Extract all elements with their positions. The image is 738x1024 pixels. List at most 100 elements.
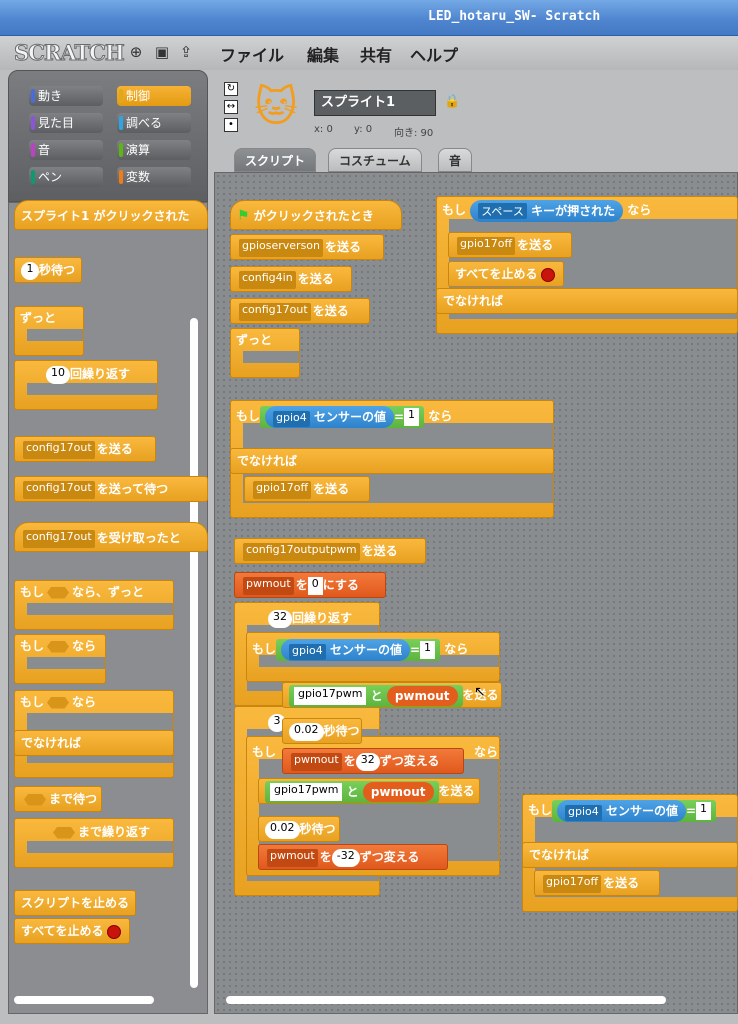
key-pressed-reporter[interactable]: スペース キーが押された <box>470 199 624 222</box>
palette-hat-sprite-clicked[interactable]: スプライト1 がクリックされた <box>14 200 208 230</box>
variable-dropdown[interactable]: pwmout <box>291 752 342 771</box>
flip-icon[interactable]: ↔ <box>224 100 238 114</box>
menu-help[interactable]: ヘルプ <box>410 46 459 65</box>
palette-stop-script-block[interactable]: スクリプトを止める <box>14 890 136 916</box>
sensor-dropdown[interactable]: gpio4 <box>289 644 326 660</box>
menu-edit[interactable]: 編集 <box>307 46 340 65</box>
key-dropdown[interactable]: スペース <box>478 202 527 219</box>
sensor-dropdown[interactable]: gpio4 <box>565 805 602 821</box>
lock-icon[interactable]: 🔒 <box>444 94 461 109</box>
category-looks[interactable]: 見た目 <box>29 113 103 133</box>
message-dropdown[interactable]: gpio17off <box>543 874 602 893</box>
message-dropdown[interactable]: config17out <box>23 480 95 499</box>
join-operator[interactable]: gpio17pwm と pwmout <box>265 780 439 803</box>
palette-repeat-until-block[interactable] <box>14 818 174 868</box>
rotate-icon[interactable]: ↻ <box>224 82 238 96</box>
compare-value-input[interactable]: 1 <box>420 641 436 659</box>
pwmout-variable[interactable]: pwmout <box>362 782 434 802</box>
equals-operator[interactable]: gpio4 センサーの値=1 <box>260 405 425 428</box>
tab-scripts[interactable]: スクリプト <box>234 148 317 172</box>
join-operator[interactable]: gpio17pwm と pwmout <box>289 684 463 707</box>
menu-share[interactable]: 共有 <box>360 46 393 65</box>
condition-slot[interactable] <box>53 826 75 839</box>
script-hscrollbar[interactable] <box>226 996 666 1004</box>
join-text-input[interactable]: gpio17pwm <box>270 783 343 801</box>
no-rotate-icon[interactable]: • <box>224 118 238 132</box>
message-dropdown[interactable]: config17outputpwm <box>243 542 360 561</box>
condition-slot[interactable] <box>47 586 70 599</box>
repeat-input[interactable]: 3 <box>268 713 286 732</box>
palette-if-forever-block[interactable] <box>14 580 174 630</box>
category-control[interactable]: 制御 <box>117 86 191 106</box>
message-dropdown[interactable]: gpio17off <box>253 480 312 499</box>
variable-dropdown[interactable]: pwmout <box>243 576 294 595</box>
equals-operator[interactable]: gpio4 センサーの値=1 <box>552 799 717 822</box>
condition-slot[interactable] <box>47 640 70 653</box>
change-value-input[interactable]: -32 <box>331 848 360 867</box>
sensor-value-reporter[interactable]: gpio4 センサーの値 <box>557 800 686 822</box>
category-motion[interactable]: 動き <box>29 86 103 106</box>
wait-input[interactable]: 1 <box>21 261 39 280</box>
category-sound[interactable]: 音 <box>29 140 103 160</box>
equals-operator[interactable]: gpio4 センサーの値=1 <box>276 638 441 661</box>
sprite-name-field[interactable]: スプライト1 <box>314 90 436 116</box>
palette-wait-until-block[interactable]: まで待つ <box>14 786 102 812</box>
message-dropdown[interactable]: config4in <box>239 270 296 289</box>
forever-block[interactable] <box>230 328 300 378</box>
compare-value-input[interactable]: 1 <box>696 802 712 820</box>
wait-input[interactable]: 0.02 <box>265 820 300 839</box>
change-value-input[interactable]: 32 <box>355 752 380 771</box>
condition-slot[interactable] <box>24 793 46 806</box>
globe-icon[interactable]: ⊕ <box>129 43 143 61</box>
stop-all-block[interactable]: すべてを止める <box>448 261 564 287</box>
palette-repeat-block[interactable] <box>14 360 158 410</box>
palette-hscrollbar[interactable] <box>14 996 154 1004</box>
condition-slot[interactable] <box>47 696 70 709</box>
wait-input[interactable]: 0.02 <box>289 722 324 741</box>
join-text-input[interactable]: gpio17pwm <box>294 687 367 705</box>
sensor-dropdown[interactable]: gpio4 <box>273 411 310 427</box>
menu-file[interactable]: ファイル <box>220 46 285 65</box>
message-dropdown[interactable]: config17out <box>239 302 311 321</box>
category-operators[interactable]: 演算 <box>117 140 191 160</box>
sensor-value-reporter[interactable]: gpio4 センサーの値 <box>281 639 410 661</box>
compare-value-input[interactable]: 1 <box>404 408 420 426</box>
category-pen[interactable]: ペン <box>29 167 103 187</box>
message-dropdown[interactable]: config17out <box>23 440 95 459</box>
tab-sounds[interactable]: 音 <box>438 148 473 172</box>
palette-stop-all-block[interactable]: すべてを止める <box>14 918 130 944</box>
variable-dropdown[interactable]: pwmout <box>267 848 318 867</box>
sensor-value-reporter[interactable]: gpio4 センサーの値 <box>265 406 394 428</box>
palette-scrollbar[interactable] <box>190 318 198 988</box>
category-sensing[interactable]: 調べる <box>117 113 191 133</box>
repeat-input[interactable]: 10 <box>46 365 70 384</box>
flag-hat-block[interactable]: ⚑ がクリックされたとき <box>230 200 402 230</box>
message-dropdown[interactable]: gpio17off <box>457 236 516 255</box>
save-icon[interactable]: ▣ <box>154 43 170 61</box>
palette-forever-block[interactable] <box>14 306 84 356</box>
share-icon[interactable]: ⇪ <box>179 43 193 61</box>
category-variables[interactable]: 変数 <box>117 167 191 187</box>
message-dropdown[interactable]: gpioserverson <box>239 238 324 257</box>
repeat-input[interactable]: 32 <box>268 609 292 628</box>
pwmout-variable[interactable]: pwmout <box>386 686 458 706</box>
message-dropdown[interactable]: config17out <box>23 529 95 548</box>
